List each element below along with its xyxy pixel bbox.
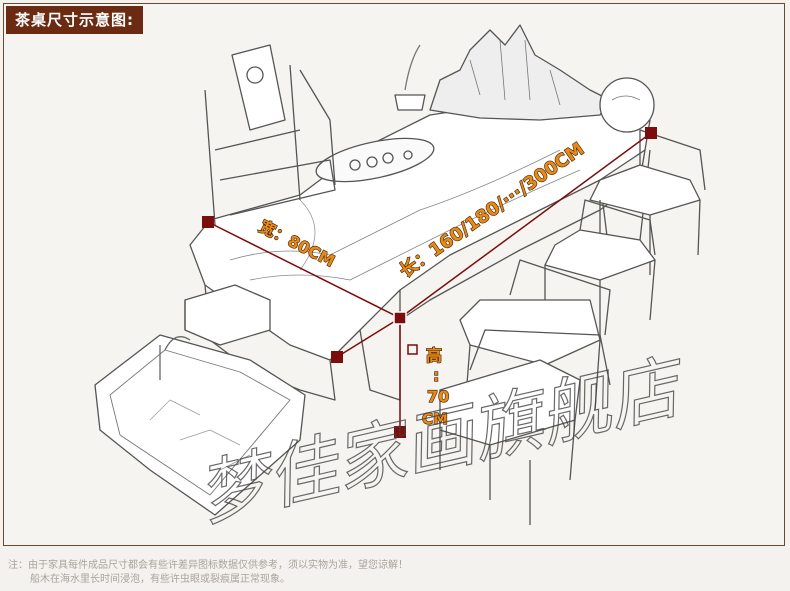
marker-corner — [393, 311, 407, 325]
fish-pond — [94, 334, 306, 516]
tea-tray — [315, 137, 435, 183]
side-chair-2 — [544, 199, 656, 340]
marker-height-end — [394, 426, 406, 438]
dimension-markers — [202, 127, 657, 438]
disclaimer-line-2: 船木在海水里长时间浸泡，有些许虫眼或裂痕属正常现象。 — [30, 574, 290, 585]
height-label-char: 高 — [426, 346, 442, 365]
furniture-sketch — [94, 24, 706, 525]
marker-width-start — [202, 216, 214, 228]
step-block — [184, 284, 271, 346]
height-label-unit: CM — [422, 410, 448, 428]
marker-length-end — [645, 127, 657, 139]
side-chair-4 — [439, 329, 611, 525]
page-title: 茶桌尺寸示意图: — [6, 6, 143, 34]
height-label-colon: : — [433, 366, 439, 385]
round-ornament — [599, 77, 655, 133]
height-label-value: 70 — [427, 387, 449, 406]
height-tick — [407, 344, 418, 355]
dimension-lines — [207, 132, 652, 432]
disclaimer-line-1: 注：由于家具每件成品尺寸都会有些许差异图标数据仅供参考，须以实物为准，望您谅解！ — [8, 560, 408, 571]
rockery — [429, 24, 611, 121]
marker-front — [331, 351, 343, 363]
main-chair — [231, 44, 286, 131]
